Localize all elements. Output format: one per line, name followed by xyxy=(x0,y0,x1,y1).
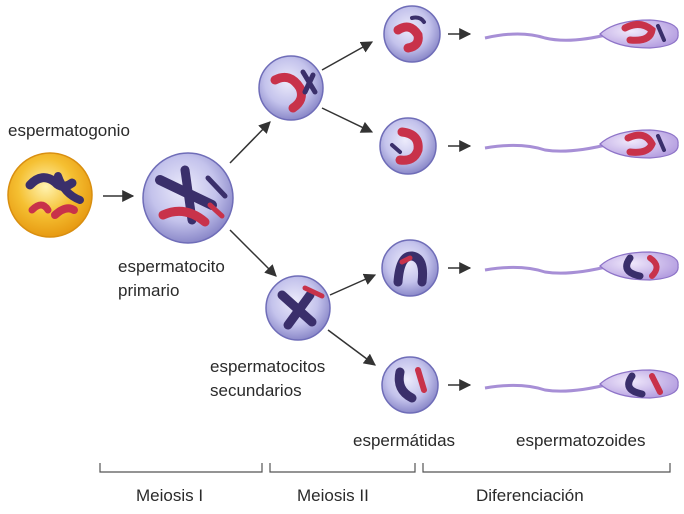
spermatogonium-cell xyxy=(7,152,93,238)
spermatid-2 xyxy=(379,117,437,175)
secondary-spermatocyte-bottom xyxy=(265,275,331,341)
spermatid-3 xyxy=(381,239,439,297)
arrow-3c xyxy=(329,273,377,296)
spermatozoon-3 xyxy=(484,251,679,281)
primary-spermatocyte-cell xyxy=(142,152,234,244)
arrow-2b xyxy=(229,229,277,277)
bracket-meiosis2 xyxy=(269,463,416,473)
arrow-3a xyxy=(321,41,374,71)
spermatozoon-2 xyxy=(484,129,679,159)
spermatozoon-4 xyxy=(484,369,679,399)
arrow-3b xyxy=(321,107,374,133)
label-secondary-line1: espermatocitos xyxy=(210,357,325,376)
bracket-meiosis1 xyxy=(99,463,263,473)
label-secondary-line2: secundarios xyxy=(210,381,302,400)
phase-differentiation: Diferenciación xyxy=(476,486,584,505)
spermatid-1 xyxy=(383,5,441,63)
phase-meiosis1: Meiosis I xyxy=(136,486,203,505)
phase-meiosis2: Meiosis II xyxy=(297,486,369,505)
spermatid-4 xyxy=(381,356,439,414)
arrow-2a xyxy=(229,121,271,164)
label-spermatids: espermátidas xyxy=(353,431,455,450)
label-primary-line1: espermatocito xyxy=(118,257,225,276)
label-primary-line2: primario xyxy=(118,281,179,300)
spermatozoon-1 xyxy=(484,19,679,49)
secondary-spermatocyte-top xyxy=(258,55,324,121)
label-spermatozoa: espermatozoides xyxy=(516,431,645,450)
label-spermatogonium: espermatogonio xyxy=(8,121,130,140)
bracket-differentiation xyxy=(422,463,671,473)
arrow-3d xyxy=(327,329,376,366)
